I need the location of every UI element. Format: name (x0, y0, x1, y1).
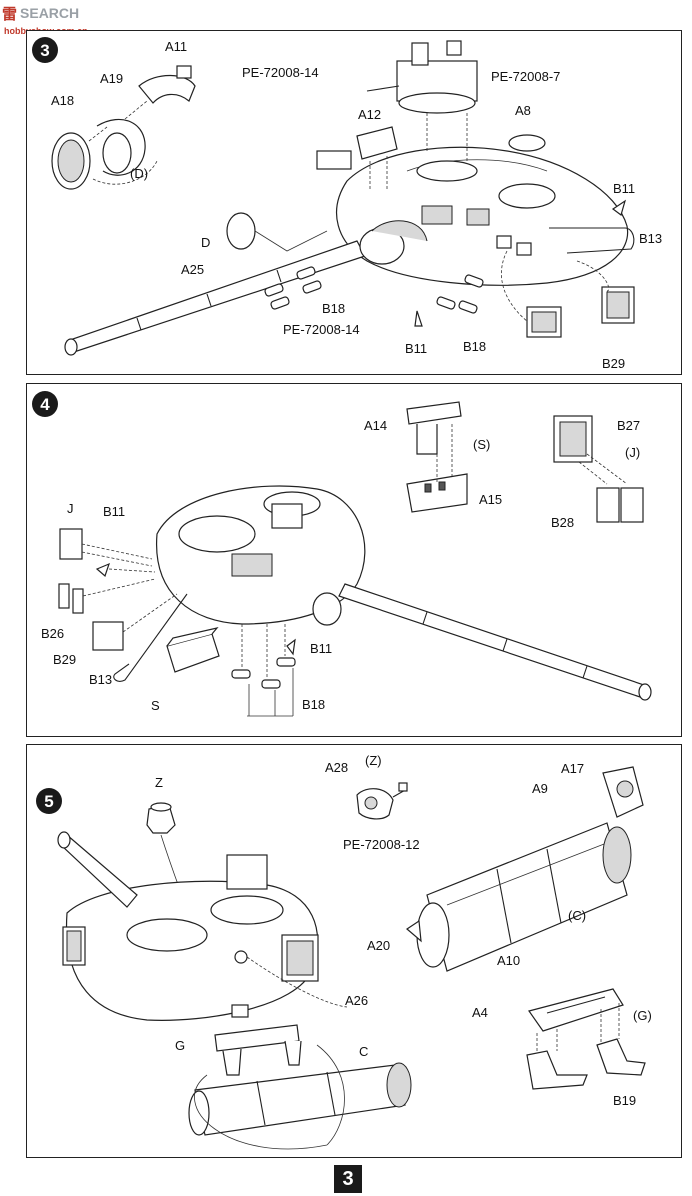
label-b11-top: B11 (103, 504, 125, 519)
label-b18-left: B18 (322, 301, 345, 316)
detail-c-box (406, 766, 644, 972)
step-4-turret (156, 485, 366, 626)
part-b11-right (286, 638, 296, 656)
part-b26 (58, 583, 84, 614)
label-a18: A18 (51, 93, 74, 108)
step-5-illustration: 5 A28 (Z) PE-72008-12 Z (36, 753, 652, 1150)
label-j: J (67, 501, 74, 516)
label-b19: B19 (613, 1093, 636, 1108)
detail-d-hatch-assembly (51, 65, 196, 190)
label-a9: A9 (532, 781, 548, 796)
step-3-badge (32, 37, 58, 63)
label-b28: B28 (551, 515, 574, 530)
label-a19: A19 (100, 71, 123, 86)
label-s: S (151, 698, 160, 713)
label-b29: B29 (602, 356, 625, 371)
label-a8: A8 (515, 103, 531, 118)
label-pe14-bottom: PE-72008-14 (283, 322, 360, 337)
part-a12 (356, 126, 398, 160)
part-c-assembly (188, 1062, 412, 1136)
part-g (214, 1024, 302, 1076)
label-s-detail: (S) (473, 437, 490, 452)
detail-z-part (356, 782, 408, 820)
hatch-d-placed (226, 212, 256, 250)
step-5-panel: 5 A28 (Z) PE-72008-12 Z (26, 744, 682, 1158)
step-3-panel: 3 A11 A19 A18 (D) (26, 30, 682, 375)
step-5-badge (36, 788, 62, 814)
part-a8 (508, 134, 546, 152)
label-b18: B18 (302, 697, 325, 712)
part-b11-right (611, 199, 627, 217)
label-a15: A15 (479, 492, 502, 507)
part-b13 (549, 227, 635, 254)
label-pe14-top: PE-72008-14 (242, 65, 319, 80)
part-j (59, 528, 83, 560)
step-4-number: 4 (40, 395, 50, 414)
detail-g-bracket (526, 988, 646, 1090)
watermark-en-text: SEARCH (20, 5, 80, 21)
page-number: 3 (334, 1165, 362, 1193)
part-b13 (113, 593, 188, 682)
label-d: D (201, 235, 210, 250)
label-b11-bottom: B11 (405, 341, 427, 356)
step-3-illustration: 3 A11 A19 A18 (D) (32, 37, 662, 371)
label-a17: A17 (561, 761, 584, 776)
step-4-badge (32, 391, 58, 417)
step-5-number: 5 (44, 792, 53, 811)
label-pe7: PE-72008-7 (491, 69, 560, 84)
label-g: G (175, 1038, 185, 1053)
label-g-detail: (G) (633, 1008, 652, 1023)
label-j-detail: (J) (625, 445, 640, 460)
label-a11: A11 (165, 39, 187, 54)
step-4-illustration: 4 A14 (S) A15 B27 (J) B28 (32, 391, 652, 717)
label-a25: A25 (181, 262, 204, 277)
label-z: Z (155, 775, 163, 790)
step-3-gun-barrel (64, 220, 428, 356)
label-b13: B13 (639, 231, 662, 246)
label-d-detail: (D) (130, 166, 148, 181)
label-z-detail: (Z) (365, 753, 382, 768)
label-b18-bottom: B18 (463, 339, 486, 354)
label-a28: A28 (325, 760, 348, 775)
label-b27: B27 (617, 418, 640, 433)
label-b11-right: B11 (613, 181, 635, 196)
part-s-box (166, 627, 220, 673)
step-5-turret (57, 831, 319, 1021)
label-pe12: PE-72008-12 (343, 837, 420, 852)
step-3-number: 3 (40, 41, 49, 60)
part-b29 (92, 621, 124, 651)
step-4-panel: 4 A14 (S) A15 B27 (J) B28 (26, 383, 682, 737)
detail-j-box (553, 415, 644, 523)
part-b11-bottom (414, 310, 423, 327)
b18-bottom-group (436, 274, 484, 314)
label-a26: A26 (345, 993, 368, 1008)
part-b11-top (95, 562, 110, 578)
label-c-detail: (C) (568, 908, 586, 923)
b29-boxes (526, 286, 635, 338)
b18-group (231, 624, 296, 717)
watermark-logo: 雷 SEARCH (2, 2, 79, 24)
part-z (146, 802, 176, 834)
label-c: C (359, 1044, 368, 1059)
label-a4: A4 (472, 1005, 488, 1020)
pe-72008-14-part (316, 150, 352, 170)
label-a14: A14 (364, 418, 387, 433)
label-a12: A12 (358, 107, 381, 122)
watermark-cn-text: 雷 (2, 5, 17, 23)
label-b29: B29 (53, 652, 76, 667)
detail-s-box (406, 401, 468, 513)
label-a10: A10 (497, 953, 520, 968)
b18-left-group (264, 266, 322, 310)
label-b26: B26 (41, 626, 64, 641)
label-b11-right: B11 (310, 641, 332, 656)
step-4-gun-barrel (338, 583, 652, 701)
step-3-turret (336, 40, 629, 286)
label-b13: B13 (89, 672, 112, 687)
label-a20: A20 (367, 938, 390, 953)
